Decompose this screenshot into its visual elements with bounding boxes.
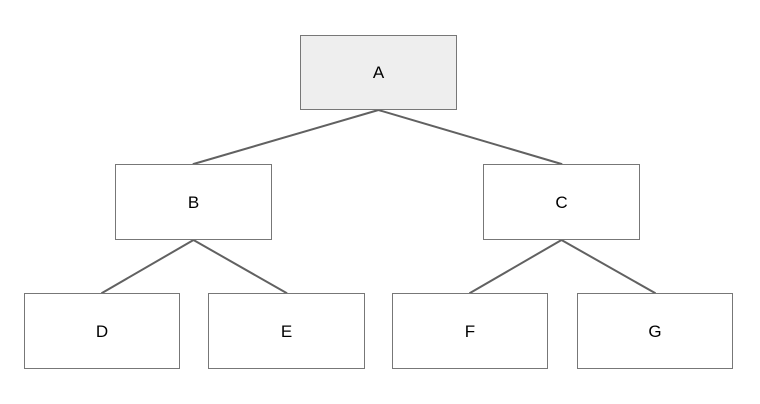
tree-node-label: C [555,192,568,212]
tree-edge-a-b [192,109,380,165]
tree-edge-b-e [192,239,288,294]
tree-node-f[interactable]: F [392,293,548,369]
tree-node-e[interactable]: E [208,293,365,369]
tree-node-label: D [95,321,109,341]
tree-edge-b-d [101,239,195,294]
tree-node-label: E [280,321,293,341]
tree-node-label: G [648,321,662,341]
tree-node-c[interactable]: C [483,164,640,240]
tree-edge-c-g [560,239,656,294]
tree-node-d[interactable]: D [24,293,180,369]
tree-node-a[interactable]: A [300,35,457,110]
tree-node-g[interactable]: G [577,293,733,369]
tree-node-label: B [187,192,200,212]
tree-edge-c-f [469,239,563,294]
tree-node-b[interactable]: B [115,164,272,240]
tree-node-label: A [372,63,385,82]
tree-node-label: F [464,321,476,341]
tree-edge-a-c [377,109,563,165]
